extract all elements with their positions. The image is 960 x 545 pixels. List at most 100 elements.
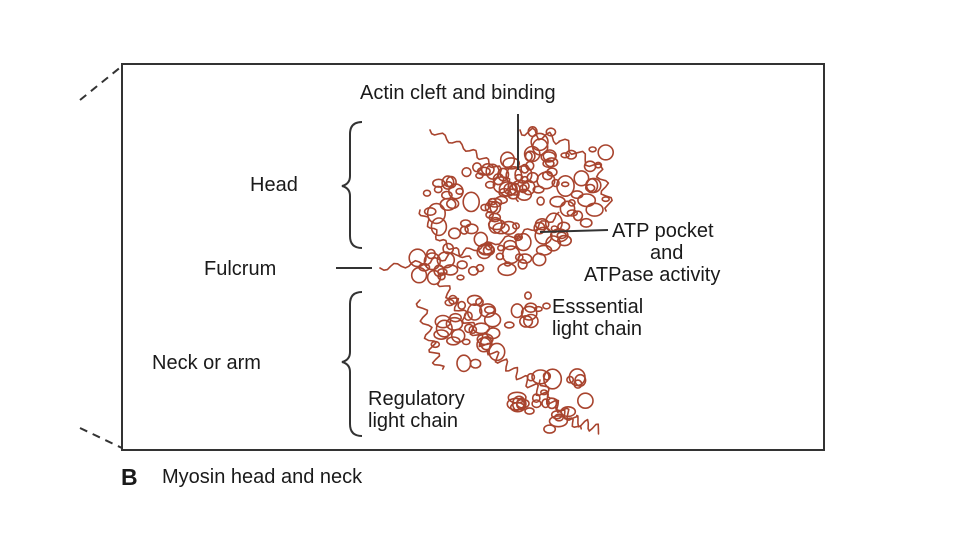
protein-coil: [456, 260, 468, 270]
protein-coil: [573, 170, 590, 187]
protein-coil: [423, 252, 441, 271]
protein-coil: [459, 225, 469, 235]
protein-coil: [462, 191, 481, 213]
protein-coil: [479, 336, 493, 351]
protein-coil: [484, 305, 496, 315]
myosin-structure: [379, 126, 615, 435]
protein-coil: [425, 248, 436, 260]
label-neck-or-arm: Neck or arm: [152, 352, 261, 374]
protein-coil: [567, 198, 576, 207]
protein-coil: [524, 407, 535, 415]
protein-coil: [433, 329, 450, 340]
protein-coil: [556, 234, 572, 247]
protein-coil: [434, 314, 452, 329]
protein-coil: [523, 313, 539, 329]
label-atp-pocket: ATP pocket and ATPase activity: [584, 220, 804, 286]
protein-coil: [523, 291, 532, 300]
protein-coil: [579, 217, 593, 228]
protein-coil: [456, 354, 472, 373]
protein-coil: [503, 239, 517, 251]
protein-coil: [461, 167, 472, 178]
label-regulatory-line1: Regulatory: [368, 388, 465, 410]
head-brace: [341, 121, 363, 249]
protein-backbone: [538, 379, 582, 430]
neck-brace: [341, 291, 363, 437]
label-essential-line1: Esssential: [552, 296, 644, 318]
protein-coil: [585, 202, 604, 217]
protein-coil: [475, 263, 485, 273]
protein-coil: [549, 228, 569, 243]
protein-coil: [461, 338, 471, 346]
protein-coil: [432, 178, 446, 188]
protein-backbone: [418, 209, 472, 260]
protein-coil: [488, 212, 502, 223]
protein-coil: [410, 266, 428, 284]
protein-backbone: [379, 211, 560, 271]
protein-coil: [526, 171, 539, 184]
protein-coil: [520, 305, 538, 321]
protein-coil: [545, 127, 557, 137]
protein-coil: [503, 321, 515, 329]
protein-coil: [543, 424, 557, 434]
protein-backbone: [415, 299, 445, 370]
protein-coil: [476, 244, 493, 260]
label-atp-pocket-line1: ATP pocket: [612, 220, 714, 242]
protein-coil: [531, 399, 542, 409]
protein-coil: [588, 146, 597, 153]
protein-coil: [475, 297, 484, 307]
protein-coil: [422, 189, 432, 197]
protein-coil: [536, 196, 545, 206]
protein-coil: [532, 185, 545, 194]
label-atp-pocket-line3: ATPase activity: [584, 264, 721, 286]
label-actin-cleft: Actin cleft and binding: [360, 82, 556, 104]
protein-coil: [542, 159, 555, 168]
zoom-line-bottom: [79, 427, 123, 449]
protein-coil: [485, 163, 500, 180]
label-atp-pocket-line2: and: [650, 242, 684, 264]
figure-frame: [121, 63, 825, 451]
protein-coil: [482, 244, 496, 256]
protein-coil: [509, 401, 526, 413]
protein-coil: [492, 222, 510, 235]
atp-pointer: [539, 229, 609, 233]
protein-coil: [505, 166, 523, 186]
protein-coil: [483, 312, 502, 328]
protein-coil: [549, 195, 566, 208]
protein-coil: [479, 303, 497, 318]
protein-coil: [570, 190, 584, 200]
protein-coil: [565, 149, 578, 160]
zoom-line-top: [79, 65, 123, 101]
protein-coil: [447, 294, 458, 305]
protein-coil: [511, 179, 530, 193]
protein-coil: [496, 244, 505, 252]
protein-coil: [445, 316, 464, 331]
label-fulcrum: Fulcrum: [204, 258, 277, 280]
protein-coil: [441, 175, 455, 190]
protein-coil: [457, 300, 467, 311]
protein-coil: [542, 302, 551, 310]
protein-coil: [456, 274, 465, 281]
protein-coil: [500, 220, 518, 235]
protein-coil: [466, 294, 483, 306]
protein-coil: [426, 202, 447, 225]
protein-coil: [517, 253, 533, 264]
protein-coil: [559, 200, 576, 217]
protein-backbone: [519, 127, 613, 212]
protein-coil: [488, 342, 506, 362]
protein-coil: [448, 312, 462, 323]
protein-coil: [568, 368, 586, 387]
protein-coil: [514, 253, 524, 262]
protein-coil: [585, 178, 599, 194]
protein-backbone: [429, 129, 519, 203]
protein-coil: [464, 223, 479, 235]
protein-coil: [426, 269, 442, 286]
label-essential-light-chain: Esssential light chain: [552, 296, 643, 340]
protein-coil: [560, 152, 570, 159]
protein-coil: [597, 144, 615, 161]
protein-coil: [447, 183, 464, 200]
protein-coil: [515, 232, 532, 252]
label-regulatory-light-chain: Regulatory light chain: [368, 388, 465, 432]
protein-coil: [442, 264, 459, 276]
